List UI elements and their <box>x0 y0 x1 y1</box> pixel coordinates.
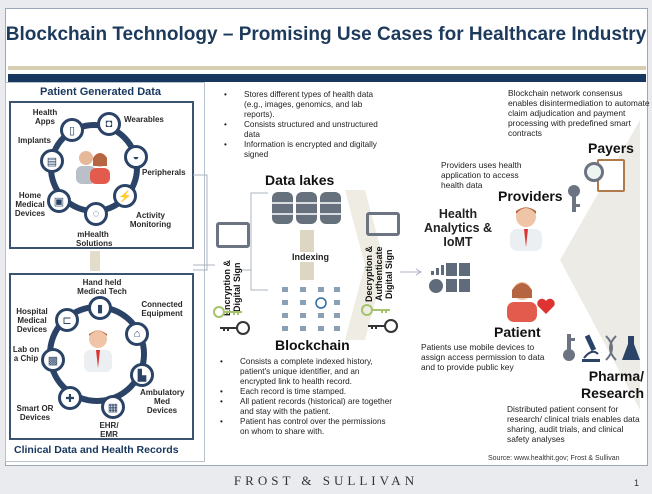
node-ambulatory: Ambulatory Med Devices <box>140 388 185 415</box>
encryption-keys-icon <box>213 306 250 335</box>
node-smart-or: Smart OR Devices <box>16 404 54 422</box>
pharma-icons <box>563 334 640 362</box>
brand-logo: FROST & SULLIVAN <box>233 473 419 488</box>
decryption-keys-icon <box>361 304 398 333</box>
payers-title: Payers <box>588 140 634 156</box>
headset-icon: ◒ <box>124 145 148 169</box>
patient-description: Patients use mobile devices to assign ac… <box>421 342 545 372</box>
node-lab-on-chip: Lab on a Chip <box>12 345 40 363</box>
header-bar <box>8 74 646 82</box>
bullet: All patient records (historical) are tog… <box>218 397 393 417</box>
key-icon <box>568 185 580 212</box>
data-sources-panel <box>5 82 205 462</box>
distribution-cone <box>560 120 640 410</box>
arrow <box>400 268 422 276</box>
handheld-icon: ▮ <box>88 296 112 320</box>
node-hospital-devices: Hospital Medical Devices <box>16 307 48 334</box>
key-icon <box>563 334 575 361</box>
bullet: Consists a complete indexed history, pat… <box>218 357 393 387</box>
dna-icon <box>605 335 617 361</box>
ambulatory-icon: ▙ <box>130 363 154 387</box>
node-handheld: Hand held Medical Tech <box>77 278 127 296</box>
providers-title: Providers <box>498 188 563 204</box>
glucometer-icon: ▣ <box>47 189 71 213</box>
node-implants: Implants <box>18 136 51 145</box>
or-device-icon: ✚ <box>58 386 82 410</box>
data-lakes-title: Data lakes <box>265 172 335 188</box>
microscope-icon <box>582 334 600 362</box>
implant-icon: ▤ <box>40 149 64 173</box>
private-key-icon <box>220 321 250 335</box>
patient-avatar <box>507 282 555 322</box>
blockchain-bullets: Consists a complete indexed history, pat… <box>218 357 393 437</box>
health-analytics-title: Health Analytics & IoMT <box>423 207 493 249</box>
payers-description: Blockchain network consensus enables dis… <box>508 88 650 138</box>
connector-lines <box>193 174 268 291</box>
flow-arrow <box>345 190 385 340</box>
provider-avatar <box>510 207 542 251</box>
chip-icon: ▩ <box>41 348 65 372</box>
flask-icon <box>622 336 640 360</box>
bidirectional-arrow <box>90 251 100 271</box>
chat-icon: ◌ <box>84 202 108 226</box>
equipment-icon: ⌂ <box>125 322 149 346</box>
encryption-lock-icon <box>216 222 250 248</box>
source-note: Source: www.healthit.gov; Frost & Sulliv… <box>488 455 620 462</box>
doctor-icon <box>84 330 112 372</box>
page-title: Blockchain Technology – Promising Use Ca… <box>5 24 647 45</box>
public-key-icon <box>361 304 390 316</box>
magnifier-icon <box>584 162 604 182</box>
providers-description: Providers uses health application to acc… <box>441 160 522 190</box>
clinical-heading: Clinical Data and Health Records <box>14 444 179 456</box>
bullet: Consists structured and unstructured dat… <box>222 120 382 140</box>
node-peripherals: Peripherals <box>142 168 186 177</box>
patient-title: Patient <box>494 324 541 340</box>
page-number: 1 <box>634 478 640 488</box>
node-mhealth: mHealth Solutions <box>76 230 113 248</box>
footer <box>0 466 652 494</box>
node-activity-monitoring: Activity Monitoring <box>129 211 172 229</box>
bullet: Stores different types of health data (e… <box>222 90 382 120</box>
decryption-label: Decryption & Authenticate Digital Sign <box>364 246 394 303</box>
watch-icon: ◘ <box>97 112 121 136</box>
blockchain-network-icon <box>282 287 340 331</box>
ehr-icon: ▦ <box>101 395 125 419</box>
node-health-apps: Health Apps <box>32 108 58 126</box>
data-lakes-bullets: Stores different types of health data (e… <box>222 90 382 160</box>
indexing-label: Indexing <box>290 252 332 262</box>
node-wearables: Wearables <box>124 115 164 124</box>
bullet: Patient has control over the permissions… <box>218 417 393 437</box>
heart-icon <box>537 298 555 314</box>
runner-icon: ⚡ <box>113 184 137 208</box>
hospital-bed-icon: ⊏ <box>55 308 79 332</box>
database-icon <box>272 192 342 224</box>
node-home-medical: Home Medical Devices <box>14 191 46 218</box>
phone-icon: ▯ <box>60 118 84 142</box>
decryption-lock-icon <box>366 212 400 236</box>
blockchain-title: Blockchain <box>275 337 350 353</box>
patient-generated-heading: Patient Generated Data <box>40 86 162 98</box>
public-key-icon <box>213 306 242 318</box>
node-connected-equipment: Connected Equipment <box>141 300 183 318</box>
private-key-icon <box>368 319 398 333</box>
pharma-title: Pharma/ Research <box>580 368 644 401</box>
pharma-description: Distributed patient consent for research… <box>507 404 640 444</box>
analytics-icon <box>429 263 470 293</box>
bullet: Information is encrypted and digitally s… <box>222 140 382 160</box>
divider <box>8 66 646 70</box>
family-icon <box>76 151 110 184</box>
node-ehr: EHR/ EMR <box>99 421 119 439</box>
bullet: Each record is time stamped. <box>218 387 393 397</box>
